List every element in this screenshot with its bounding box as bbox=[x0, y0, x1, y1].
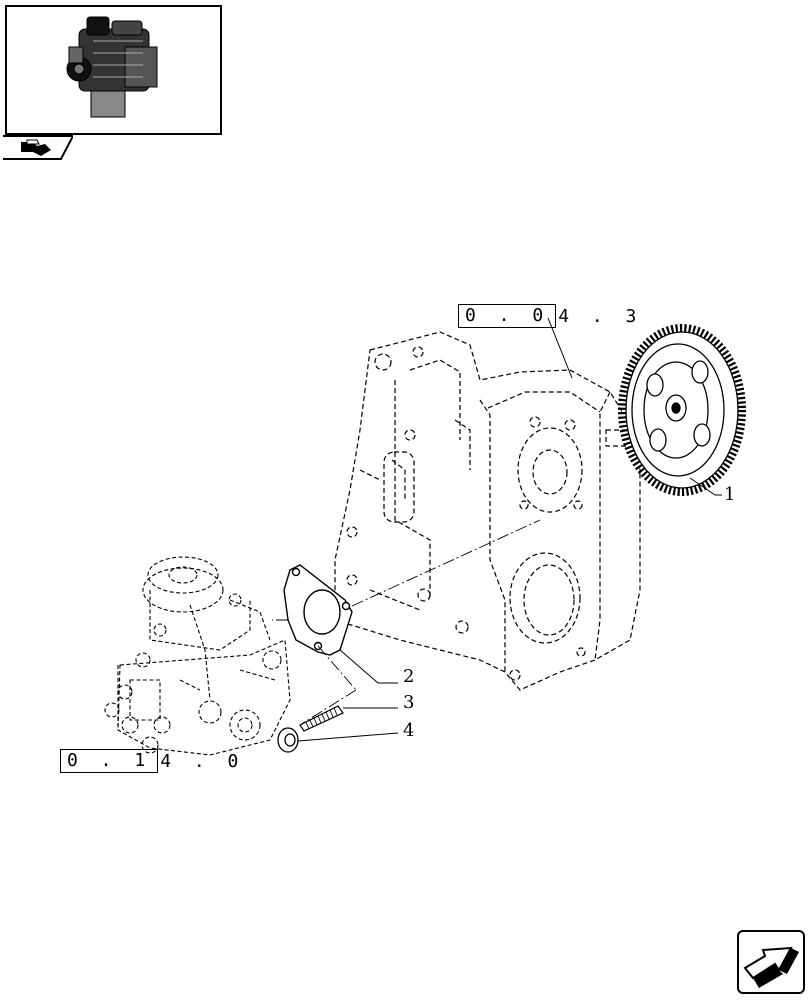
ref-label-housing-rest: 4 . 3 bbox=[558, 305, 643, 327]
callout-4: 4 bbox=[403, 720, 415, 741]
ref-label-housing-boxed: 0 . 0 bbox=[458, 304, 557, 328]
thumbnail-tab[interactable] bbox=[3, 134, 75, 160]
engine-thumbnail-icon bbox=[66, 16, 158, 118]
stud-bolt bbox=[299, 705, 344, 732]
next-page-button[interactable] bbox=[737, 930, 805, 994]
engine-thumbnail[interactable] bbox=[5, 5, 222, 135]
flange-nut bbox=[277, 727, 299, 753]
ref-label-pump-rest: 4 . 0 bbox=[160, 750, 245, 772]
ref-label-pump-boxed: 0 . 1 bbox=[60, 749, 159, 773]
next-page-arrow-icon bbox=[743, 946, 799, 988]
book-arrow-icon bbox=[3, 135, 75, 160]
drive-gear bbox=[618, 324, 746, 496]
ref-label-housing[interactable]: 0 . 0 4 . 3 bbox=[458, 304, 642, 328]
gasket bbox=[283, 564, 353, 656]
callout-3: 3 bbox=[403, 692, 415, 713]
ref-label-pump[interactable]: 0 . 1 4 . 0 bbox=[60, 749, 244, 773]
injection-pump bbox=[104, 556, 291, 756]
gear-housing bbox=[334, 331, 641, 691]
callout-1: 1 bbox=[724, 484, 736, 505]
callout-2: 2 bbox=[403, 666, 415, 687]
